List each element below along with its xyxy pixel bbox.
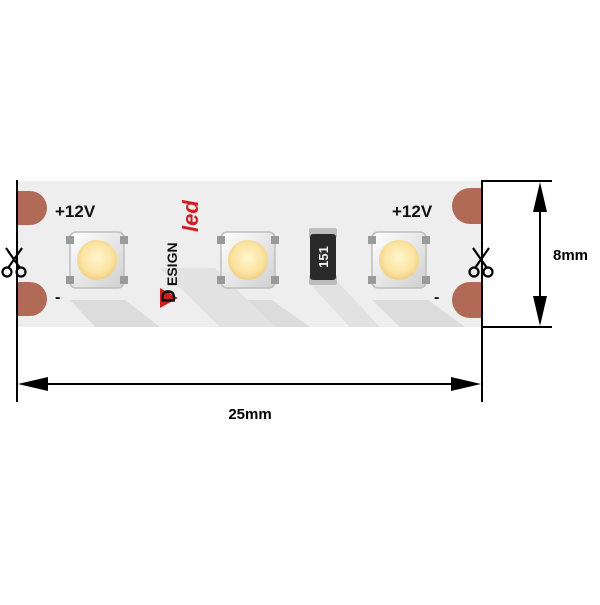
copper-pad-right-bottom bbox=[452, 282, 482, 318]
logo-letter: D bbox=[159, 289, 180, 303]
smd-led-chip-3 bbox=[368, 231, 430, 289]
copper-pad-left-top bbox=[18, 191, 47, 225]
arrow-right bbox=[451, 377, 481, 391]
arrow-up bbox=[533, 182, 547, 212]
left-minus-label: - bbox=[55, 289, 60, 306]
logo-mark bbox=[160, 288, 178, 308]
width-dimension: 8mm bbox=[482, 180, 588, 328]
smd-resistor: 151 bbox=[309, 228, 337, 285]
logo-text-bottom: led bbox=[178, 200, 203, 232]
arrow-down bbox=[533, 296, 547, 326]
led-phosphor bbox=[379, 240, 419, 280]
smd-led-chip-1 bbox=[66, 231, 128, 289]
shadow-resistor bbox=[308, 282, 380, 327]
resistor-code: 151 bbox=[316, 246, 331, 268]
shadow-logo bbox=[160, 268, 275, 327]
resistor-body bbox=[310, 234, 336, 280]
width-label: 8mm bbox=[553, 247, 588, 264]
strip-shadows bbox=[70, 268, 465, 327]
right-minus-label: - bbox=[434, 289, 439, 306]
led-phosphor bbox=[77, 240, 117, 280]
copper-pad-right-top bbox=[452, 188, 482, 224]
shadow-3 bbox=[372, 300, 465, 327]
copper-pad-left-bottom bbox=[18, 282, 47, 316]
smd-led-chip-2 bbox=[217, 231, 279, 289]
length-label: 25mm bbox=[228, 406, 271, 423]
led-phosphor bbox=[228, 240, 268, 280]
left-voltage-label: +12V bbox=[55, 202, 96, 221]
arrow-left bbox=[18, 377, 48, 391]
length-dimension: 25mm bbox=[16, 180, 483, 423]
right-voltage-label: +12V bbox=[392, 202, 433, 221]
shadow-1 bbox=[70, 300, 160, 327]
design-led-logo: D ESIGN led bbox=[159, 200, 203, 308]
logo-text-top: ESIGN bbox=[164, 242, 180, 286]
